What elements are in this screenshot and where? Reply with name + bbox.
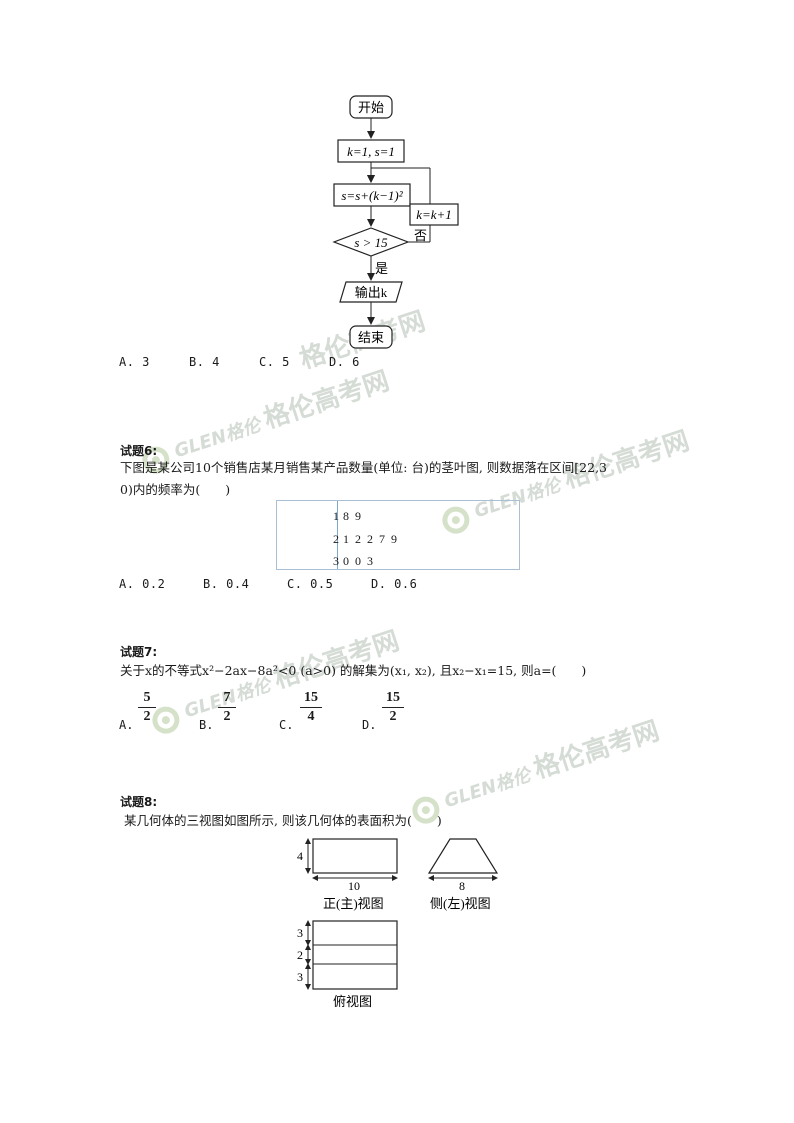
flow-update-k-text: k=k+1	[416, 207, 452, 222]
q8-text: 某几何体的三视图如图所示, 则该几何体的表面积为( )	[124, 813, 442, 828]
denominator: 4	[307, 709, 315, 724]
flow-end-box	[349, 325, 393, 349]
leaves-3: 0 0 3	[343, 554, 373, 568]
watermark-2: GLEN格伦 格伦高考网	[434, 420, 694, 538]
stem-leaf-box: 1 8 9 2 1 2 2 7 9 3 0 0 3	[276, 500, 520, 570]
watermark-4: GLEN格伦 格伦高考网	[404, 710, 664, 828]
numerator: 15	[386, 690, 400, 705]
flow-init-text: k=1, s=1	[347, 144, 395, 159]
dim-top-2: 2	[297, 948, 303, 962]
denominator: 2	[223, 709, 231, 724]
q8-title: 试题8:	[120, 795, 158, 809]
front-view-label: 正(主)视图	[323, 896, 384, 911]
front-view-rect	[312, 838, 398, 874]
q6-title: 试题6:	[120, 444, 158, 458]
glen-logo-icon	[412, 796, 440, 824]
flow-output-text: 输出k	[355, 285, 388, 300]
top-view-rect	[312, 920, 398, 990]
glen-logo-icon	[442, 506, 470, 534]
watermark-site: 格伦高考网	[530, 716, 664, 785]
side-view-label: 侧(左)视图	[430, 896, 491, 911]
three-views-figure: 4 10 正(主)视图 8 侧(左)视图 3 2 3 俯视图	[297, 838, 499, 1009]
q7-text: 关于x的不等式x²−2ax−8a²<0 (a>0) 的解集为(x₁, x₂), …	[120, 663, 587, 678]
numerator: 5	[143, 690, 151, 705]
watermark-brand: GLEN格伦	[171, 414, 264, 463]
dim-top-1: 3	[297, 926, 303, 940]
flow-update-s-box	[333, 183, 411, 207]
q5-option-c[interactable]: C. 5	[259, 355, 290, 369]
flow-condition-text: s > 15	[354, 235, 388, 250]
q5-option-d[interactable]: D. 6	[329, 355, 360, 369]
flow-no-label: 否	[414, 228, 427, 243]
flow-yes-label: 是	[375, 261, 388, 276]
q7-option-b-letter[interactable]: B.	[199, 718, 214, 732]
side-view-trapezoid	[427, 838, 499, 874]
dim-front-height: 4	[297, 849, 303, 863]
dim-side-width: 8	[459, 879, 465, 893]
q6-text: 下图是某公司10个销售店某月销售某产品数量(单位: 台)的茎叶图, 则数据落在区…	[120, 457, 690, 501]
glen-logo-icon	[142, 446, 170, 474]
q5-option-a[interactable]: A. 3	[119, 355, 150, 369]
watermark-site: 格伦高考网	[260, 366, 394, 435]
q6-option-b[interactable]: B. 0.4	[203, 577, 250, 591]
glen-logo-icon	[152, 706, 180, 734]
q7-title: 试题7:	[120, 645, 158, 659]
q6-text-line1: 下图是某公司10个销售店某月销售某产品数量(单位: 台)的茎叶图, 则数据落在区…	[120, 460, 608, 475]
dim-front-width: 10	[348, 879, 360, 893]
numerator: 7	[223, 690, 231, 705]
q6-option-d[interactable]: D. 0.6	[371, 577, 418, 591]
q7-option-a-letter[interactable]: A.	[119, 718, 134, 732]
flow-end-text: 结束	[358, 330, 384, 345]
q6-text-line2: 0)内的频率为( )	[120, 482, 231, 497]
denominator: 2	[143, 709, 151, 724]
stem-2: 2	[333, 532, 339, 546]
watermark-1: GLEN格伦 格伦高考网	[134, 360, 394, 478]
leaves-1: 8 9	[343, 509, 361, 523]
flowchart: 开始 k=1, s=1 s=s+(k−1)² s > 15 否 k=k+1 是 …	[332, 95, 459, 349]
stem-1: 1	[333, 509, 339, 523]
q6-option-a[interactable]: A. 0.2	[119, 577, 166, 591]
q6-option-c[interactable]: C. 0.5	[287, 577, 334, 591]
flow-start-text: 开始	[358, 100, 384, 115]
flow-update-k-box	[409, 203, 459, 226]
stem-divider	[337, 501, 338, 569]
leaves-2: 1 2 2 7 9	[343, 532, 397, 546]
q5-option-b[interactable]: B. 4	[189, 355, 220, 369]
top-view-label: 俯视图	[333, 994, 372, 1009]
flow-output-box	[339, 281, 403, 303]
stem-3: 3	[333, 554, 339, 568]
dim-top-3: 3	[297, 970, 303, 984]
denominator: 2	[389, 709, 397, 724]
flow-update-s-text: s=s+(k−1)²	[341, 188, 403, 203]
watermark-3: GLEN格伦 格伦高考网	[144, 620, 404, 738]
q7-option-d-letter[interactable]: D.	[362, 718, 377, 732]
numerator: 15	[304, 690, 318, 705]
watermark-brand: GLEN格伦	[441, 764, 534, 813]
q7-option-c-letter[interactable]: C.	[279, 718, 294, 732]
